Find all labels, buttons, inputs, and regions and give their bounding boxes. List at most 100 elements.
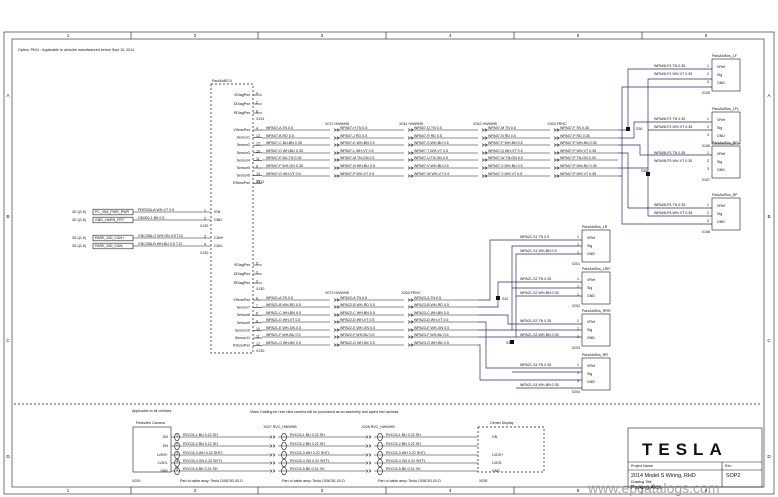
row-label: C xyxy=(767,338,771,343)
connector-pin-symbol xyxy=(407,158,411,162)
splice-node xyxy=(626,127,630,131)
rear-wire-label: WPA21-B WH-RD 0.5 xyxy=(266,303,301,307)
rear-wire-label: WPA23-A TN 0.5 xyxy=(414,296,441,300)
connector-pin-symbol xyxy=(407,343,411,347)
front-wire-label: WPA07-T WH-VT 0.5 xyxy=(414,149,448,153)
connector-pin-symbol xyxy=(481,151,485,155)
connector-pin-symbol xyxy=(407,313,411,317)
ecu-pin-label: RSensPwr xyxy=(233,344,251,348)
sensor-pin-label: VRef xyxy=(717,118,725,122)
shield-symbol xyxy=(281,458,287,468)
sensor-pin-number: 3 xyxy=(577,251,579,255)
camera-wire-label: RVC03-4 GN 0.22 SHT1 xyxy=(290,459,329,463)
ecu-pin-label: Sensor3 xyxy=(237,151,250,155)
ecu-pin-label: RDiagPwr xyxy=(234,281,251,285)
shield-symbol xyxy=(281,441,287,451)
front-wire-label: WPA07-P WH-BU 0.35 xyxy=(560,164,597,168)
sensor-title: ParkAidSns_RFL xyxy=(712,141,740,145)
drawing-label: Drawing Title xyxy=(631,480,652,484)
ecu-pin-label: VSensPwr xyxy=(233,128,251,132)
camera-note-video: Video Cabling for rear view camera will … xyxy=(250,410,399,414)
sensor-pin-number: 2 xyxy=(577,327,579,331)
front-wire-label: WPA07-N RD 0.5 xyxy=(488,134,516,138)
shield-symbol xyxy=(281,450,287,460)
front-wire-label: WPA07-E BU-TN 0.35 xyxy=(266,156,301,160)
rear-wire-label: WPA23-F WH-BU 0.5 xyxy=(414,333,448,337)
ecu-pin-number: 4 xyxy=(256,127,258,131)
rear-wire-label: WPA21-C WH-BN 0.5 xyxy=(266,311,301,315)
front-vref-route xyxy=(618,86,712,177)
column-label: 2 xyxy=(194,33,197,38)
camera-note-all: Applicable to all vehicles xyxy=(132,409,171,413)
sensor-pin-number: 3 xyxy=(577,379,579,383)
camera-pin-label: GN xyxy=(163,435,169,439)
sensor-pin-label: Sig xyxy=(587,328,592,332)
drawing-title: Parking Aids xyxy=(631,485,661,491)
camera-connector-id: X027 RVC_HWWHB xyxy=(263,425,297,429)
rear-wire-label: WPA23-B WH-RD 0.5 xyxy=(414,303,449,307)
front-wire-label: WPA07-M TN 0.5 xyxy=(488,126,516,130)
connector-pin-symbol xyxy=(333,166,337,170)
input-wire-label: GD000-1 BK 0.5 xyxy=(138,216,164,220)
sensor-pin-number: 2 xyxy=(707,211,709,215)
sensor-pin-number: 1 xyxy=(707,203,709,207)
sensor-connector-id: X105 xyxy=(702,91,710,95)
rear-wire-label: WPA21-D WH-VT 0.5 xyxy=(266,318,300,322)
display-connector-id: X028 xyxy=(479,479,487,483)
connector-pin-symbol xyxy=(333,151,337,155)
front-wire-label: WPA07-P WH-VT 0.5 xyxy=(340,172,374,176)
cable-assembly-note: Part of cable assy: Tesla 1006783-00-D xyxy=(180,479,243,483)
input-terminal-label: GND_HARN_FRT xyxy=(95,218,125,222)
splice-node xyxy=(496,296,500,300)
front-wire-label: WPA07-W TN-GN 0.5 xyxy=(488,156,523,160)
sensor-pin-number: 1 xyxy=(577,277,579,281)
connector-pin-symbol xyxy=(407,174,411,178)
connector-pin-symbol xyxy=(553,143,557,147)
front-wire-label: WPA07-P WH-BN 0.5 xyxy=(488,141,523,145)
front-wire-label: WPA07-U TN-GN 0.5 xyxy=(414,156,448,160)
camera-wire-label: RVC03-1 BU 0.22 SH xyxy=(386,433,421,437)
splice-node xyxy=(510,340,514,344)
connector-pin-symbol xyxy=(407,320,411,324)
ecu-pin-label: Sensor7 xyxy=(237,306,250,310)
rear-wire-label: WPA23-E WH-GN 0.5 xyxy=(414,326,449,330)
column-label: 3 xyxy=(321,488,324,493)
cable-assembly-note: Part of cable assy: Tesla 1006781-00-D xyxy=(282,479,345,483)
ecu-pin-number: 10 xyxy=(256,327,260,331)
sensor-pin-label: GND xyxy=(587,294,595,298)
sensor-title: ParkAidSns_RF xyxy=(712,193,738,197)
front-sensor-wire-label: WPA08-P4 TN 0.35 xyxy=(654,203,685,207)
sensor-box xyxy=(581,271,611,305)
connector-pin-symbol xyxy=(333,305,337,309)
sensor-pin-label: GND xyxy=(587,380,595,384)
connector-pin-symbol xyxy=(365,453,369,457)
sensor-pin-label: Sig xyxy=(717,126,722,130)
front-wire-label: WPA07-P RD 0.35 xyxy=(560,134,590,138)
front-wire-label: WPA07-Q TN 0.5 xyxy=(414,126,442,130)
connector-pin-symbol xyxy=(368,444,372,448)
rear-wire-label: WPA23-D WH-VT 0.5 xyxy=(414,318,448,322)
connector-pin-symbol xyxy=(333,158,337,162)
ecu-pin-number: 12 xyxy=(256,342,260,346)
front-sensor-route xyxy=(618,152,712,209)
input-reference: 35.1|1.8| xyxy=(72,244,86,248)
front-wire-label: WPA07-Y WH-VT 0.5 xyxy=(488,172,522,176)
camera-wire-label: RVC03-3 WH 0.22 SHT1 xyxy=(386,451,426,455)
connector-pin-symbol xyxy=(333,320,337,324)
row-label: B xyxy=(767,214,770,219)
display-box xyxy=(477,426,545,473)
camera-pin-number: 1 xyxy=(176,434,178,438)
rear-wire-label: WPA21-A TN 0.5 xyxy=(266,296,293,300)
connector-pin-symbol xyxy=(365,469,369,473)
input-reference: 40.1|1.6| xyxy=(72,210,86,214)
splice-id: S35 xyxy=(641,169,647,173)
front-wire-label: WPA07-F WH-GN 0.35 xyxy=(266,164,303,168)
connector-pin-symbol xyxy=(481,166,485,170)
sensor-title: ParkAidSns_LF xyxy=(712,54,738,58)
rear-sensor-route xyxy=(478,253,582,338)
front-ground-route xyxy=(618,78,712,169)
ecu-pin-number: 3 xyxy=(256,271,258,275)
front-vref-route xyxy=(621,176,712,225)
connector-pin-symbol xyxy=(407,298,411,302)
